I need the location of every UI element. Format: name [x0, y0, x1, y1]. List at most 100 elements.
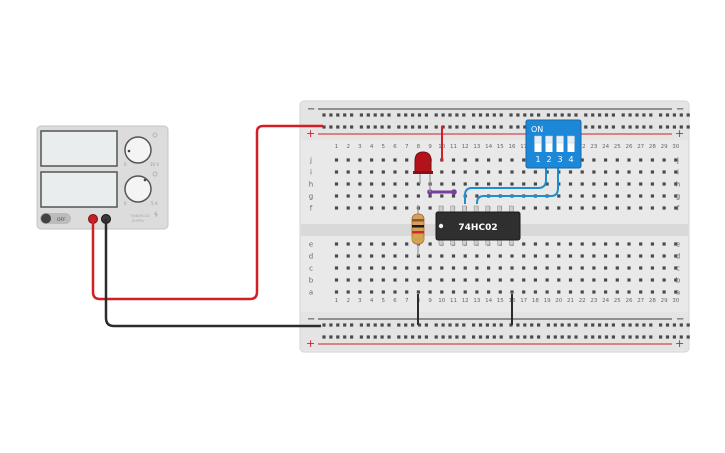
rail-hole[interactable] [350, 125, 354, 129]
breadboard-hole[interactable] [440, 194, 444, 198]
rail-hole[interactable] [472, 335, 476, 339]
rail-hole[interactable] [530, 113, 534, 117]
breadboard-hole[interactable] [533, 182, 537, 186]
breadboard-hole[interactable] [510, 278, 514, 282]
rail-hole[interactable] [611, 323, 615, 327]
breadboard-hole[interactable] [568, 242, 573, 246]
breadboard-hole[interactable] [533, 170, 537, 174]
breadboard-hole[interactable] [510, 182, 514, 186]
rail-hole[interactable] [359, 323, 363, 327]
breadboard-hole[interactable] [487, 266, 491, 270]
breadboard-hole[interactable] [580, 290, 584, 294]
wire-blue-switch-1[interactable] [464, 162, 547, 204]
breadboard-hole[interactable] [381, 158, 385, 162]
rail-hole[interactable] [411, 335, 415, 339]
rail-hole[interactable] [499, 323, 503, 327]
breadboard-hole[interactable] [393, 242, 397, 246]
breadboard-hole[interactable] [557, 194, 561, 198]
rail-hole[interactable] [434, 335, 438, 339]
power-supply[interactable]: 0 30 V 0 5 A OFF TINKERCAD SUPPLY [36, 125, 169, 230]
rail-hole[interactable] [621, 113, 625, 117]
rail-hole[interactable] [404, 125, 408, 129]
rail-hole[interactable] [546, 335, 550, 339]
rail-hole[interactable] [546, 113, 550, 117]
rail-hole[interactable] [611, 113, 615, 117]
breadboard-hole[interactable] [674, 158, 678, 162]
breadboard-hole[interactable] [346, 266, 350, 270]
rail-hole[interactable] [322, 113, 326, 117]
breadboard-hole[interactable] [604, 158, 608, 162]
rail-hole[interactable] [642, 335, 646, 339]
breadboard-hole[interactable] [568, 290, 573, 294]
breadboard-hole[interactable] [405, 278, 409, 282]
breadboard-hole[interactable] [381, 242, 385, 246]
rail-hole[interactable] [478, 125, 483, 129]
breadboard-hole[interactable] [604, 206, 608, 210]
rail-hole[interactable] [649, 125, 653, 129]
rail-hole[interactable] [523, 125, 527, 129]
breadboard-hole[interactable] [580, 266, 584, 270]
breadboard-hole[interactable] [370, 206, 374, 210]
breadboard-hole[interactable] [639, 170, 643, 174]
breadboard-hole[interactable] [557, 254, 561, 258]
breadboard-hole[interactable] [627, 158, 631, 162]
breadboard-hole[interactable] [650, 158, 654, 162]
breadboard-hole[interactable] [334, 170, 339, 174]
breadboard-hole[interactable] [451, 266, 456, 270]
rail-hole[interactable] [598, 335, 602, 339]
rail-hole[interactable] [441, 125, 445, 129]
rail-hole[interactable] [336, 125, 340, 129]
breadboard-hole[interactable] [650, 242, 654, 246]
rail-hole[interactable] [359, 335, 363, 339]
rail-hole[interactable] [336, 113, 340, 117]
breadboard-hole[interactable] [451, 170, 456, 174]
breadboard-hole[interactable] [662, 182, 666, 186]
breadboard-hole[interactable] [451, 290, 456, 294]
breadboard-hole[interactable] [639, 278, 643, 282]
rail-hole[interactable] [584, 113, 588, 117]
breadboard-hole[interactable] [487, 170, 491, 174]
breadboard-hole[interactable] [650, 194, 654, 198]
rail-hole[interactable] [591, 323, 595, 327]
breadboard-hole[interactable] [604, 278, 608, 282]
breadboard-hole[interactable] [568, 266, 573, 270]
breadboard-hole[interactable] [604, 242, 608, 246]
breadboard-hole[interactable] [451, 254, 456, 258]
current-knob[interactable] [124, 175, 152, 203]
rail-hole[interactable] [659, 113, 663, 117]
rail-hole[interactable] [359, 113, 363, 117]
breadboard-hole[interactable] [405, 182, 409, 186]
rail-hole[interactable] [604, 335, 609, 339]
rail-hole[interactable] [537, 323, 541, 327]
wire-blue-switch-2[interactable] [476, 162, 559, 204]
breadboard-hole[interactable] [334, 206, 339, 210]
breadboard-hole[interactable] [615, 254, 619, 258]
breadboard-hole[interactable] [557, 290, 561, 294]
rail-hole[interactable] [574, 323, 578, 327]
breadboard-hole[interactable] [545, 242, 549, 246]
rail-hole[interactable] [537, 113, 541, 117]
breadboard-hole[interactable] [498, 170, 502, 174]
rail-hole[interactable] [462, 125, 466, 129]
breadboard-hole[interactable] [451, 158, 456, 162]
breadboard-hole[interactable] [604, 170, 608, 174]
breadboard-hole[interactable] [416, 290, 420, 294]
breadboard-hole[interactable] [627, 290, 631, 294]
rail-hole[interactable] [635, 113, 639, 117]
breadboard-hole[interactable] [463, 290, 467, 294]
rail-hole[interactable] [611, 125, 615, 129]
breadboard-hole[interactable] [674, 194, 678, 198]
rail-hole[interactable] [553, 323, 557, 327]
breadboard-hole[interactable] [510, 158, 514, 162]
breadboard-hole[interactable] [393, 182, 397, 186]
breadboard-hole[interactable] [627, 206, 631, 210]
rail-hole[interactable] [649, 335, 653, 339]
rail-hole[interactable] [397, 125, 401, 129]
resistor[interactable] [411, 205, 425, 256]
rail-hole[interactable] [523, 335, 527, 339]
rail-hole[interactable] [366, 323, 370, 327]
rail-hole[interactable] [387, 125, 391, 129]
rail-hole[interactable] [462, 323, 466, 327]
breadboard-hole[interactable] [510, 254, 514, 258]
breadboard-hole[interactable] [393, 158, 397, 162]
